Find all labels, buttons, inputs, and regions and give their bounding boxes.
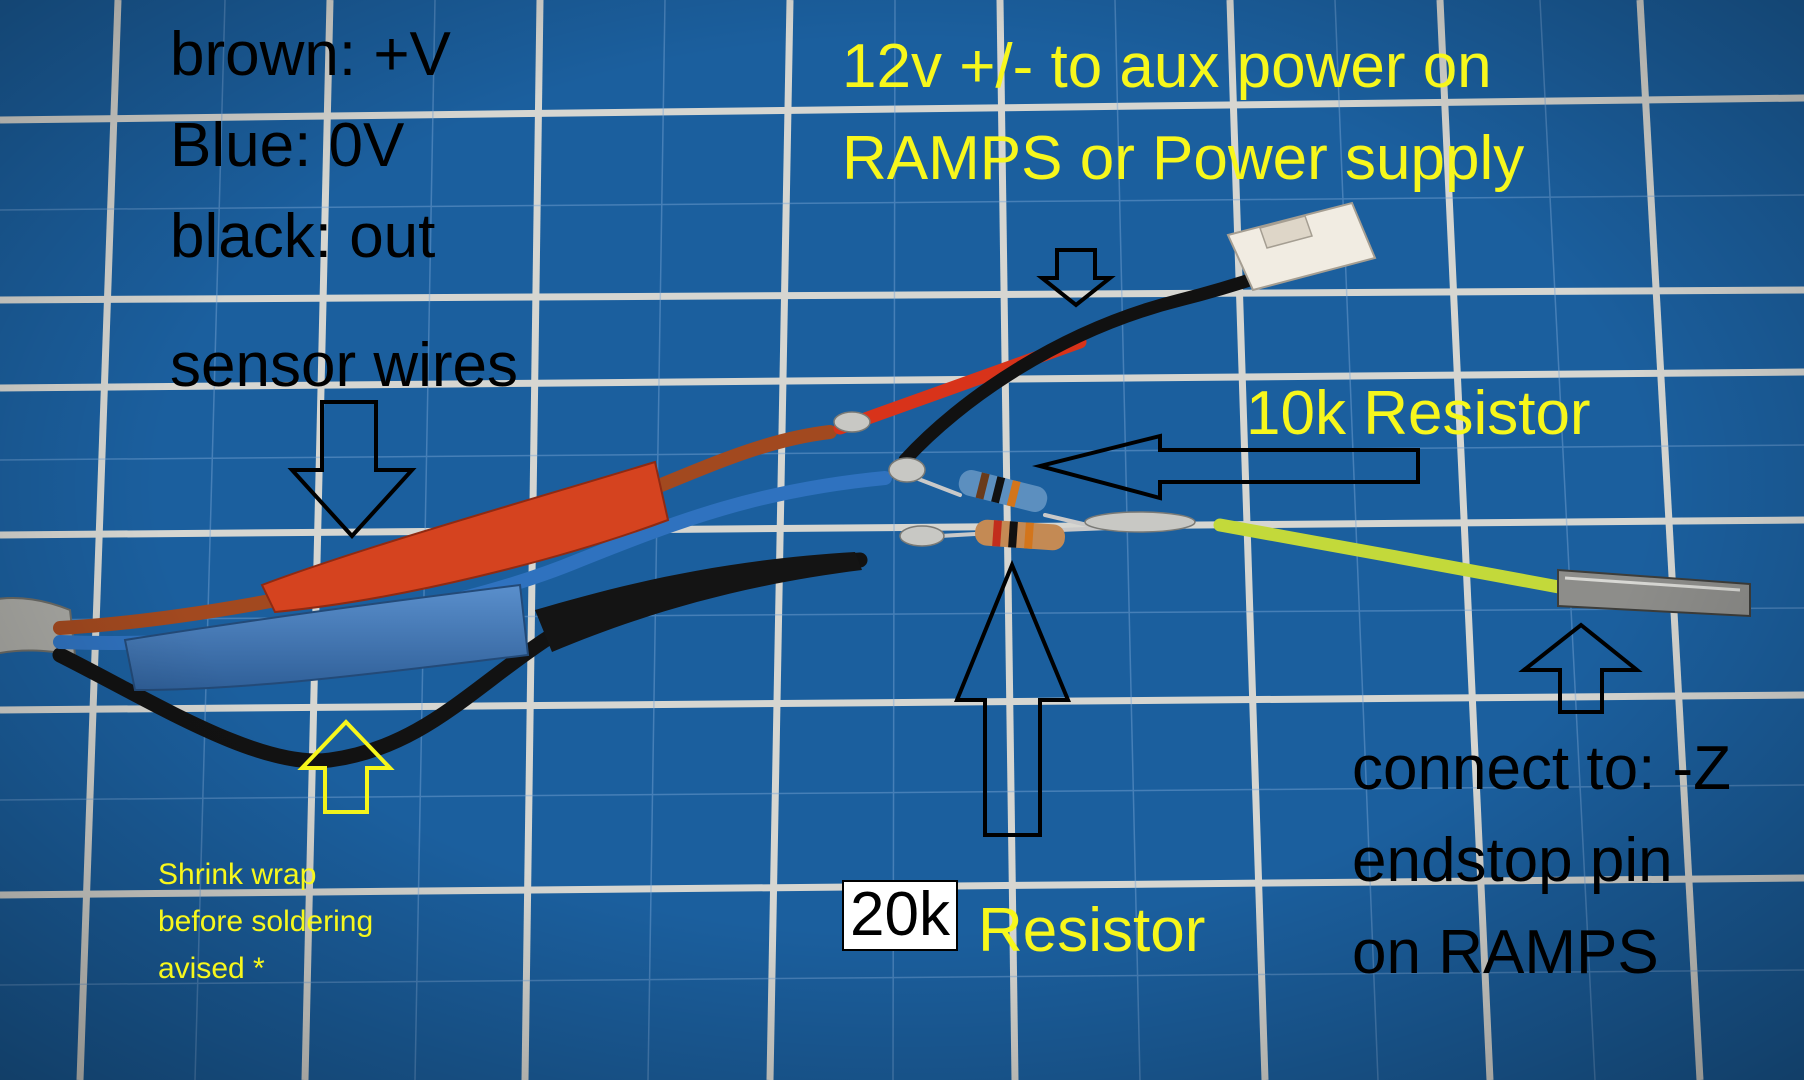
legend-black: black: out xyxy=(170,202,436,271)
shrink-wrap-line2: before soldering xyxy=(158,905,374,938)
resistor-10k-label: 10k Resistor xyxy=(1246,379,1591,448)
shrink-wrap-line1: Shrink wrap xyxy=(158,858,317,891)
connect-label-line2: endstop pin xyxy=(1352,826,1673,895)
legend-blue: Blue: 0V xyxy=(170,111,405,180)
sensor-wires-label: sensor wires xyxy=(170,331,518,400)
connect-label-line3: on RAMPS xyxy=(1352,918,1659,987)
shrink-wrap-line3: avised * xyxy=(158,952,265,985)
power-label-line2: RAMPS or Power supply xyxy=(842,124,1525,193)
power-label-line1: 12v +/- to aux power on xyxy=(842,32,1492,101)
connect-label-line1: connect to: -Z xyxy=(1352,734,1732,803)
legend-brown: brown: +V xyxy=(170,20,451,89)
resistor-20k-value-box: 20k xyxy=(842,880,958,951)
resistor-20k-word: Resistor xyxy=(978,896,1206,965)
